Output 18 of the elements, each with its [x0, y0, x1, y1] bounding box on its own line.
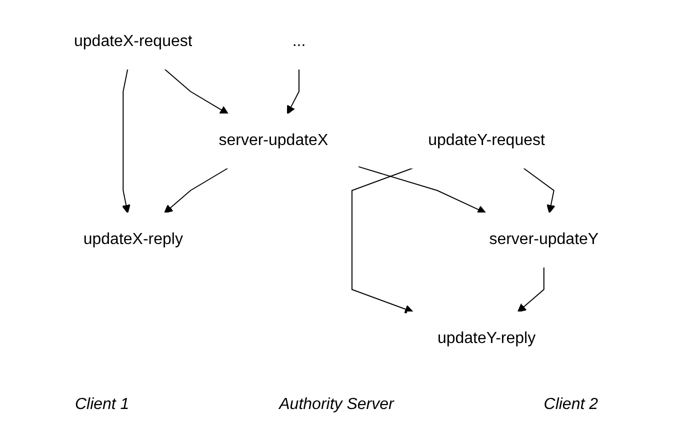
arrow [122, 68, 131, 213]
column-label: Authority Server [279, 396, 394, 414]
node-text: server-updateX [218, 132, 328, 148]
arrow [287, 68, 300, 114]
node-text: updateY-request [428, 132, 546, 148]
node-text: ... [292, 32, 306, 50]
arrow [164, 167, 229, 213]
node-text: updateX-request [74, 32, 193, 50]
arrow [522, 167, 556, 213]
arrow [164, 68, 229, 114]
column-label: Client 1 [74, 396, 130, 414]
node-text: server-updateY [489, 230, 599, 248]
arrow [358, 166, 486, 214]
arrow [518, 266, 545, 312]
column-label: Client 2 [544, 396, 598, 414]
node-text: updateY-reply [438, 330, 536, 346]
node-text: updateX-reply [84, 230, 184, 248]
arrow [352, 167, 414, 313]
